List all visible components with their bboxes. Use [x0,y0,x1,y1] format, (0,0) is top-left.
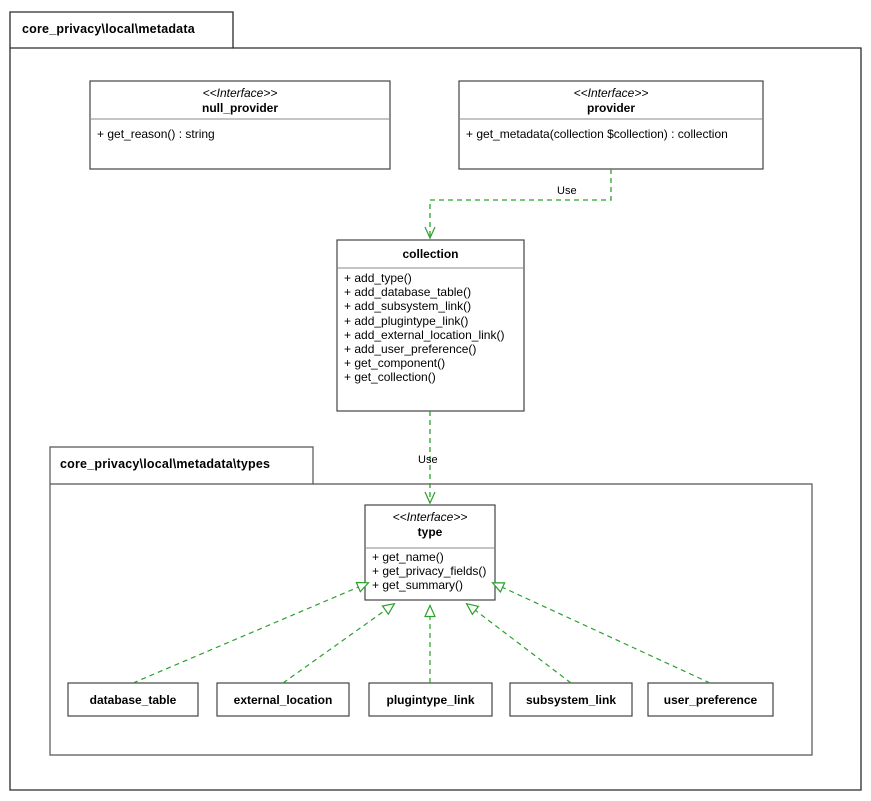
class-stereotype: <<Interface>> [573,86,649,100]
class-name: null_provider [201,101,278,115]
member-row: + add_database_table() [344,285,472,300]
relation-provider-uses-collection [424,169,612,240]
class-stereotype: <<Interface>> [202,86,278,100]
class-type[interactable]: <<Interface>> type + get_name() + get_pr… [365,505,495,593]
package-title-outer: core_privacy\local\metadata [22,22,195,36]
member-row: + get_metadata(collection $collection) :… [466,127,728,141]
class-database_table[interactable]: database_table [89,692,177,707]
class-plugintype_link[interactable]: plugintype_link [386,692,475,707]
package-title-inner: core_privacy\local\metadata\types [60,457,271,471]
class-name: type [417,525,443,539]
class-external_location[interactable]: external_location [233,692,333,707]
member-row: + add_external_location_link() [344,327,505,342]
member-row: + get_collection() [344,370,436,385]
class-members: + get_metadata(collection $collection) :… [459,127,763,141]
class-collection[interactable]: collection + add_type() + add_database_t… [337,240,524,385]
relation-external_location-realizes-type [282,602,396,684]
member-row: + add_plugintype_link() [344,313,469,328]
class-stereotype: <<Interface>> [392,510,468,524]
relation-subsystem_link-realizes-type [465,602,572,684]
class-provider[interactable]: <<Interface>> provider + get_metadata(co… [459,81,763,141]
class-members: + get_reason() : string [90,127,390,141]
relation-database_table-realizes-type [132,581,370,684]
class-name: provider [586,101,635,115]
class-name: collection [402,247,459,261]
class-members: + get_name() + get_privacy_fields() + ge… [365,550,495,593]
relation-user_preference-realizes-type [491,582,711,684]
member-row: + add_subsystem_link() [344,299,472,314]
member-row: + add_user_preference() [344,342,477,357]
relation-label-provider-uses-collection: Use [557,185,577,197]
member-row: + get_reason() : string [97,127,215,141]
member-row: + add_type() [344,271,412,285]
member-row: + get_name() [372,550,444,564]
member-row: + get_component() [344,356,446,371]
class-user_preference[interactable]: user_preference [663,692,758,707]
relation-label-collection-uses-type: Use [418,454,438,466]
class-subsystem_link[interactable]: subsystem_link [525,692,617,707]
class-null_provider[interactable]: <<Interface>> null_provider + get_reason… [90,81,390,141]
member-row: + get_summary() [372,578,464,593]
member-row: + get_privacy_fields() [372,564,487,579]
class-members: + add_type() + add_database_table() + ad… [337,271,524,385]
